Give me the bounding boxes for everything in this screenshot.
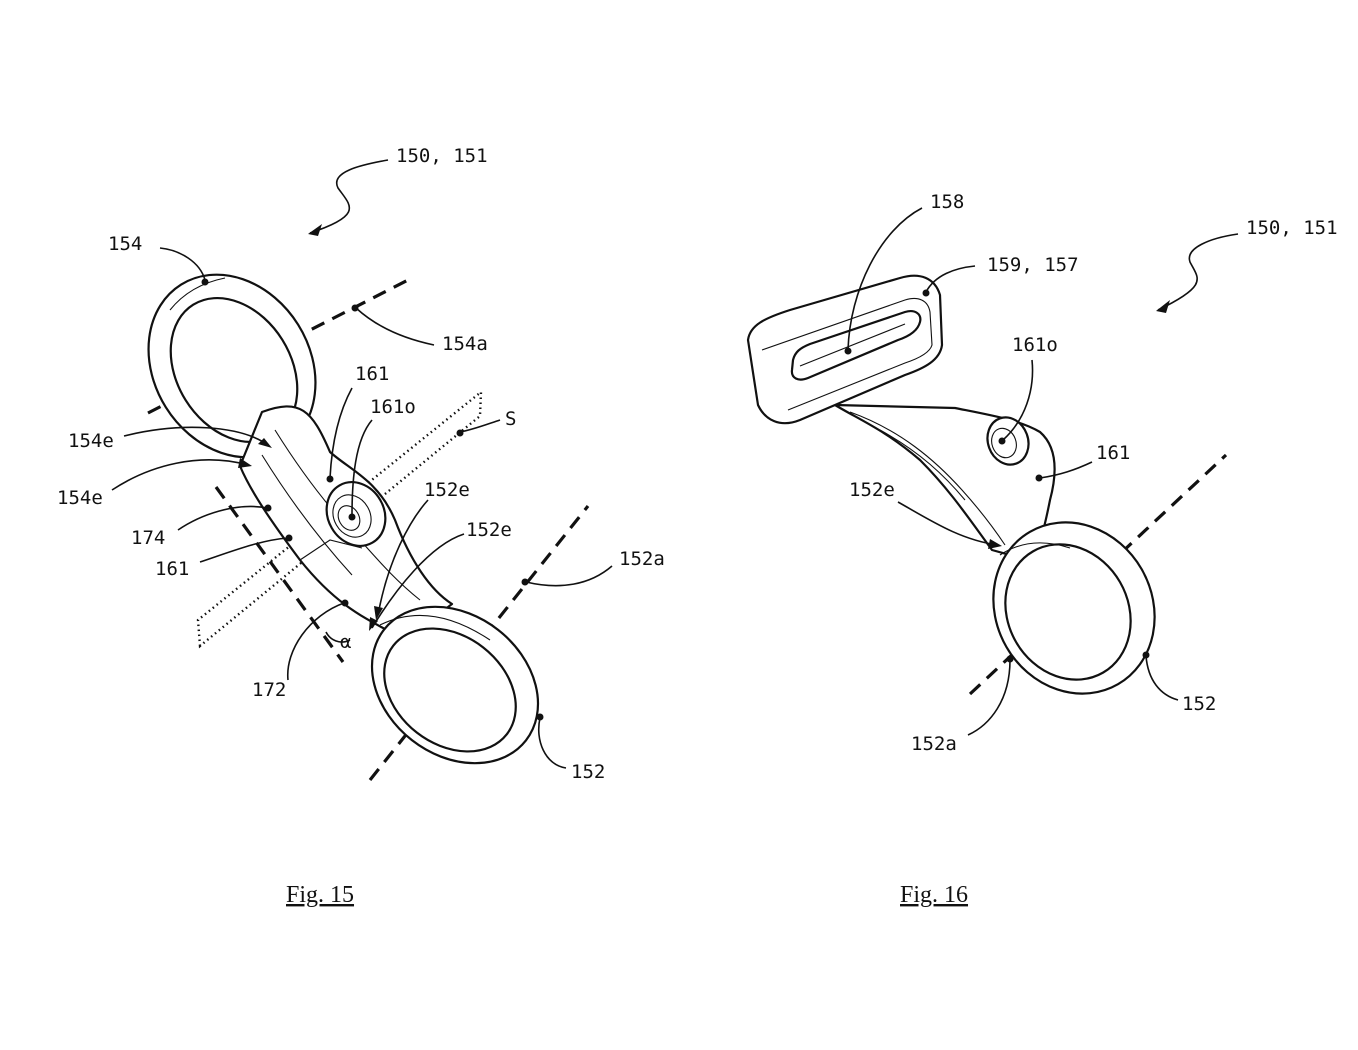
leader-161-left (199, 537, 289, 563)
leader-154e-1 (123, 426, 269, 446)
leader-154e-2 (111, 459, 249, 491)
bracket-body-fig16 (746, 274, 1156, 695)
leader-161-fig16 (1039, 461, 1093, 479)
leader-161o (351, 419, 373, 517)
leader-150-151-fig16 (1157, 233, 1239, 311)
leader-150-151 (309, 159, 389, 234)
leader-154a (355, 307, 435, 346)
ref-label-161-top: 161 (355, 363, 389, 385)
figure-caption-16: Fig. 16 (900, 882, 968, 908)
leader-154 (159, 247, 206, 281)
ref-label-174: 174 (131, 527, 165, 549)
fold-axis-line (214, 486, 345, 663)
ref-label-150-151-fig16: 150, 151 (1246, 217, 1338, 239)
ref-label-158: 158 (930, 191, 964, 213)
ref-label-154: 154 (108, 233, 142, 255)
bracket-body-fig15 (147, 273, 540, 765)
ref-label-161-left: 161 (155, 558, 189, 580)
figure-16: 158 150, 151 159, 157 161o 161 152e 152 … (746, 191, 1338, 908)
ref-label-161o-fig16: 161o (1012, 334, 1058, 356)
ref-label-172: 172 (252, 679, 286, 701)
ref-label-159-157: 159, 157 (987, 254, 1079, 276)
ref-label-s: S (505, 408, 516, 430)
ref-label-152e-1: 152e (424, 479, 470, 501)
ref-label-161-fig16: 161 (1096, 442, 1130, 464)
ref-label-alpha: α (340, 631, 351, 653)
leader-161-top (329, 387, 353, 479)
ref-label-152: 152 (571, 761, 605, 783)
ref-label-152a: 152a (619, 548, 665, 570)
figure-caption-15: Fig. 15 (286, 882, 354, 908)
ref-label-161o: 161o (370, 396, 416, 418)
leader-172 (287, 602, 345, 681)
arrowhead-150-151 (308, 224, 322, 236)
leader-152e-1 (377, 499, 429, 616)
ref-label-154e-1: 154e (68, 430, 114, 452)
ref-label-154a: 154a (442, 333, 488, 355)
leader-152a (525, 565, 613, 587)
leader-152a-fig16 (967, 659, 1011, 736)
figure-15: 150, 151 154 154a 161 161o S 154e 154e 1… (57, 145, 665, 908)
leader-152 (538, 717, 567, 769)
leader-158 (847, 207, 923, 351)
angle-arc (325, 631, 351, 643)
ref-label-152e-fig16: 152e (849, 479, 895, 501)
leader-159-157 (925, 265, 976, 293)
leader-152e-fig16 (897, 501, 999, 546)
leader-152-fig16 (1145, 655, 1179, 701)
leader-174 (177, 505, 269, 531)
leader-152e-2 (371, 533, 465, 629)
leader-161o-fig16 (1002, 359, 1034, 441)
ref-label-152a-fig16: 152a (911, 733, 957, 755)
ref-label-150-151: 150, 151 (396, 145, 488, 167)
ref-label-152-fig16: 152 (1182, 693, 1216, 715)
ref-label-152e-2: 152e (466, 519, 512, 541)
ref-label-154e-2: 154e (57, 487, 103, 509)
